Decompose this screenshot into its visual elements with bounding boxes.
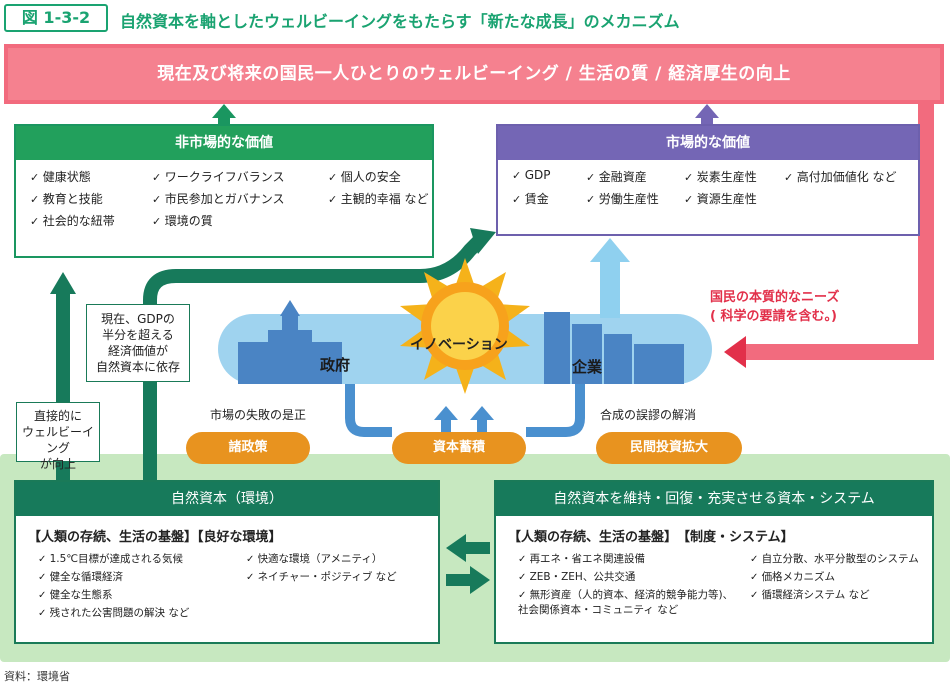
list-item: 資源生産性 — [684, 190, 774, 207]
list-item: 価格メカニズム — [750, 569, 936, 584]
nonmarket-up-arrow — [212, 104, 236, 118]
market-up-arrow — [695, 104, 719, 118]
callout-line: 半分を超える — [102, 328, 174, 342]
market-value-title: 市場的な価値 — [498, 126, 918, 160]
market-value-list: GDP 金融資産 炭素生産性 高付加価値化 など 賃金 労働生産性 資源生産性 — [498, 160, 918, 207]
callout-line: 現在、GDPの — [101, 312, 175, 326]
wellbeing-banner: 現在及び将来の国民一人ひとりのウェルビーイング / 生活の質 / 経済厚生の向上 — [4, 44, 944, 104]
figure-title: 自然資本を軸としたウェルビーイングをもたらす「新たな成長」のメカニズム — [120, 12, 680, 31]
company-label: 企業 — [572, 358, 603, 376]
market-value-box: 市場的な価値 GDP 金融資産 炭素生産性 高付加価値化 など 賃金 労働生産性… — [496, 124, 920, 236]
direct-wellbeing-callout: 直接的に ウェルビーイング が向上 — [16, 402, 100, 471]
company-to-market-arrow — [590, 238, 630, 262]
company-loop — [526, 384, 585, 437]
system-to-nature-arrow — [446, 534, 490, 562]
list-item: 循環経済システム など — [750, 587, 936, 617]
list-item: 主観的幸福 など — [328, 190, 438, 207]
list-item: 金融資産 — [586, 168, 674, 185]
market-failure-label: 市場の失敗の是正 — [210, 408, 307, 422]
company-to-market-shaft — [600, 258, 620, 318]
list-item: ZEB・ZEH、公共交通 — [518, 569, 740, 584]
figure-number: 図 1-3-2 — [4, 4, 108, 32]
list-item: ネイチャー・ポジティブ など — [246, 569, 426, 584]
non-market-value-title: 非市場的な価値 — [16, 126, 432, 160]
capital-up-arrow-1 — [434, 406, 458, 420]
list-item: 残された公害問題の解決 など — [38, 605, 236, 620]
government-label: 政府 — [320, 356, 351, 374]
callout-line: 直接的に — [33, 409, 82, 423]
government-building-icon — [238, 300, 342, 384]
needs-line: 国民の本質的なニーズ — [710, 290, 840, 305]
needs-feedback-arrow — [742, 104, 934, 360]
wellbeing-banner-text: 現在及び将来の国民一人ひとりのウェルビーイング / 生活の質 / 経済厚生の向上 — [157, 64, 791, 84]
gdp-dependency-arrow — [143, 235, 485, 480]
list-item: ワークライフバランス — [152, 168, 318, 185]
list-item: 環境の質 — [152, 212, 318, 229]
list-item: 快適な環境（アメニティ） — [246, 551, 426, 566]
list-item: 1.5℃目標が達成される気候 — [38, 551, 236, 566]
list-item: 個人の安全 — [328, 168, 438, 185]
list-item: 市民参加とガバナンス — [152, 190, 318, 207]
non-market-value-list: 健康状態 ワークライフバランス 個人の安全 教育と技能 市民参加とガバナンス 主… — [16, 160, 432, 229]
government-loop — [345, 384, 392, 437]
list-item: 健全な生態系 — [38, 587, 236, 602]
private-investment-pill: 民間投資拡大 — [596, 432, 742, 464]
capital-up-arrow-2 — [470, 406, 494, 420]
innovation-sun-icon — [400, 258, 530, 394]
callout-line: 自然資本に依存 — [95, 360, 180, 374]
natural-capital-box: 自然資本（環境） 【人類の存続、生活の基盤】【良好な環境】 1.5℃目標が達成さ… — [14, 480, 440, 644]
capital-system-box: 自然資本を維持・回復・充実させる資本・システム 【人類の存続、生活の基盤】 【制… — [494, 480, 934, 644]
market-up-shaft — [701, 116, 713, 126]
list-item: 無形資産（人的資本、経済的競争能力等)、社会関係資本・コミュニティ など — [518, 587, 740, 617]
nature-to-system-arrow — [446, 566, 490, 594]
list-item: 炭素生産性 — [684, 168, 774, 185]
needs-line: ( 科学の要請を含む。) — [710, 309, 837, 324]
list-item: 健康状態 — [30, 168, 142, 185]
capital-accumulation-pill: 資本蓄積 — [392, 432, 526, 464]
list-item: 健全な循環経済 — [38, 569, 236, 584]
capital-system-subhead: 【人類の存続、生活の基盤】 【制度・システム】 — [508, 530, 794, 545]
gdp-dependency-callout: 現在、GDPの 半分を超える 経済価値が 自然資本に依存 — [86, 304, 190, 382]
nonmarket-up-shaft — [218, 116, 230, 126]
list-item: 自立分散、水平分散型のシステム — [750, 551, 936, 566]
callout-line: 経済価値が — [107, 344, 168, 358]
callout-line: ウェルビーイング — [21, 425, 94, 455]
non-market-value-box: 非市場的な価値 健康状態 ワークライフバランス 個人の安全 教育と技能 市民参加… — [14, 124, 434, 258]
innovation-label: イノベーション — [410, 337, 508, 353]
list-item: 賃金 — [512, 190, 576, 207]
list-item: 高付加価値化 など — [784, 168, 934, 185]
capital-system-title: 自然資本を維持・回復・充実させる資本・システム — [496, 482, 932, 516]
natural-capital-subhead: 【人類の存続、生活の基盤】【良好な環境】 — [28, 530, 282, 545]
list-item: 再エネ・省エネ関連設備 — [518, 551, 740, 566]
policies-pill: 諸政策 — [186, 432, 310, 464]
natural-capital-title: 自然資本（環境） — [16, 482, 438, 516]
list-item: 社会的な紐帯 — [30, 212, 142, 229]
list-item: 労働生産性 — [586, 190, 674, 207]
list-item: GDP — [512, 168, 576, 185]
source-note: 資料：環境省 — [4, 670, 70, 683]
callout-line: が向上 — [39, 457, 76, 471]
gdp-dependency-arrowhead — [470, 228, 496, 254]
company-building-icon — [544, 312, 684, 384]
essential-needs-label: 国民の本質的なニーズ ( 科学の要請を含む。) — [710, 288, 839, 326]
composition-fallacy-label: 合成の誤謬の解消 — [600, 408, 697, 422]
natural-capital-list: 1.5℃目標が達成される気候 快適な環境（アメニティ） 健全な循環経済 ネイチャ… — [16, 545, 438, 620]
list-item: 教育と技能 — [30, 190, 142, 207]
capital-system-list: 再エネ・省エネ関連設備 自立分散、水平分散型のシステム ZEB・ZEH、公共交通… — [496, 545, 932, 617]
spacer — [246, 587, 426, 602]
needs-arrowhead — [724, 336, 746, 368]
direct-wellbeing-arrowhead — [50, 272, 76, 294]
